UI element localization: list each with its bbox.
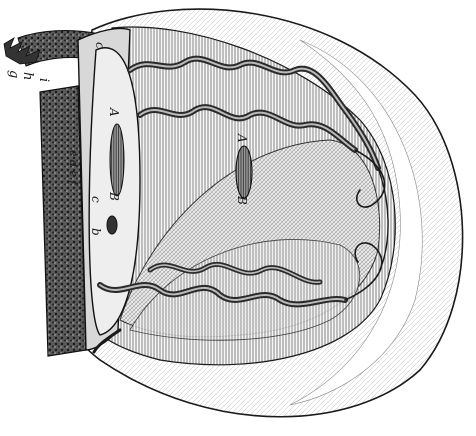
dark-body-left xyxy=(110,124,124,196)
label-c-mid: c xyxy=(89,196,103,203)
label-A-center: A xyxy=(235,133,249,143)
uterine-wall xyxy=(40,86,86,356)
label-i: i xyxy=(36,78,51,82)
label-B-center: B xyxy=(235,195,249,205)
label-edef: e d e f xyxy=(67,150,80,187)
label-h: h xyxy=(20,72,35,80)
center-capsule xyxy=(236,146,252,198)
label-A-left: A xyxy=(107,107,121,117)
label-g: g xyxy=(6,70,21,78)
label-c-top: c xyxy=(93,42,107,49)
label-B-left: B xyxy=(107,191,121,201)
small-body-b xyxy=(107,216,117,234)
label-b: b xyxy=(89,228,103,236)
